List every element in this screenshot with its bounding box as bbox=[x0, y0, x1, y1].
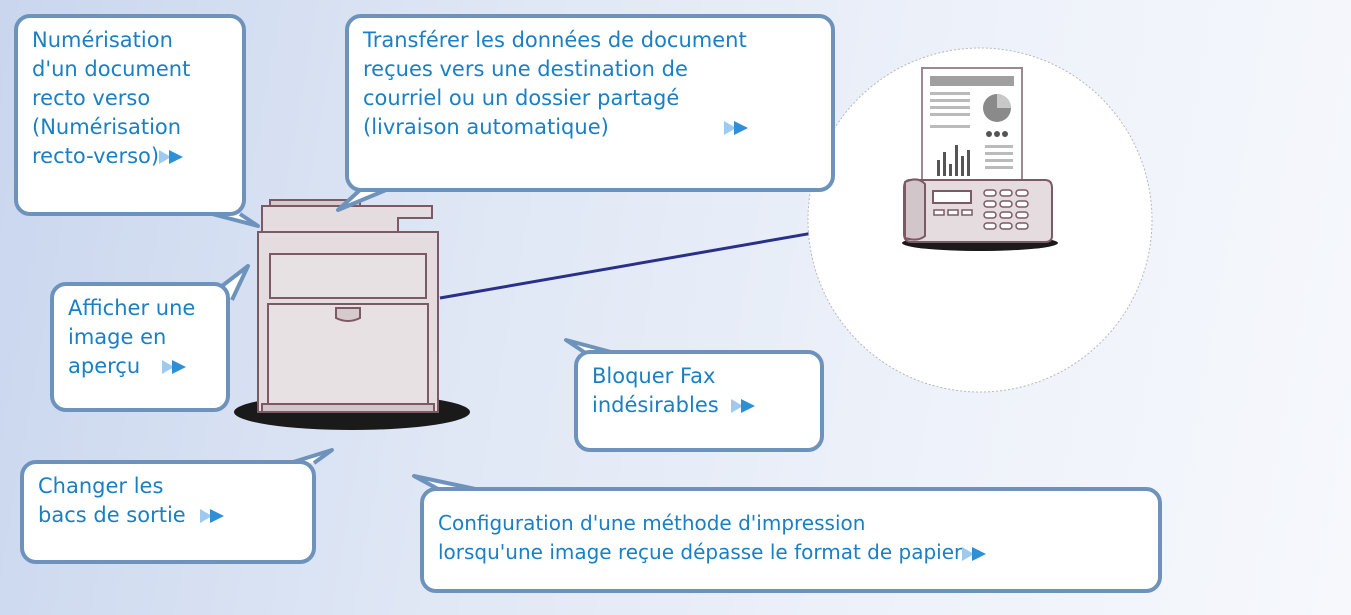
callout-line: Changer les bbox=[38, 474, 164, 498]
fax-machine-icon bbox=[902, 67, 1058, 251]
callout-line: reçues vers une destination de bbox=[363, 57, 688, 81]
multifunction-printer-icon bbox=[234, 199, 470, 430]
callout-preview-image[interactable]: Afficher une image en aperçu bbox=[50, 282, 230, 412]
double-play-arrow-icon[interactable] bbox=[162, 360, 192, 374]
callout-line: (livraison automatique) bbox=[363, 115, 609, 139]
callout-line: aperçu bbox=[68, 354, 141, 378]
callout-duplex-scan[interactable]: Numérisation d'un document recto verso (… bbox=[14, 14, 246, 216]
callout-block-fax[interactable]: Bloquer Fax indésirables bbox=[574, 350, 824, 452]
callout-line: indésirables bbox=[592, 393, 719, 417]
double-play-arrow-icon[interactable] bbox=[962, 546, 992, 561]
double-play-arrow-icon[interactable] bbox=[730, 399, 761, 413]
double-play-arrow-icon[interactable] bbox=[199, 509, 230, 523]
callout-line: lorsqu'une image reçue dépasse le format… bbox=[438, 540, 963, 564]
callout-line: Transférer les données de document bbox=[363, 28, 747, 52]
callout-line: image en bbox=[68, 325, 167, 349]
callout-line: recto-verso) bbox=[32, 144, 160, 168]
double-play-arrow-icon[interactable] bbox=[159, 150, 189, 164]
callout-line: Numérisation bbox=[32, 28, 173, 52]
callout-line: bacs de sortie bbox=[38, 503, 186, 527]
callout-line: d'un document bbox=[32, 57, 191, 81]
callout-forward-data[interactable]: Transférer les données de document reçue… bbox=[345, 14, 835, 192]
callout-line: Bloquer Fax bbox=[592, 364, 716, 388]
callout-line: courriel ou un dossier partagé bbox=[363, 86, 680, 110]
callout-line: (Numérisation bbox=[32, 115, 182, 139]
callout-line: Configuration d'une méthode d'impression bbox=[438, 511, 866, 535]
callout-line: recto verso bbox=[32, 86, 151, 110]
callout-print-method[interactable]: Configuration d'une méthode d'impression… bbox=[420, 487, 1162, 593]
double-play-arrow-icon[interactable] bbox=[723, 121, 754, 135]
callout-output-trays[interactable]: Changer les bacs de sortie bbox=[20, 460, 316, 564]
callout-line: Afficher une bbox=[68, 296, 196, 320]
